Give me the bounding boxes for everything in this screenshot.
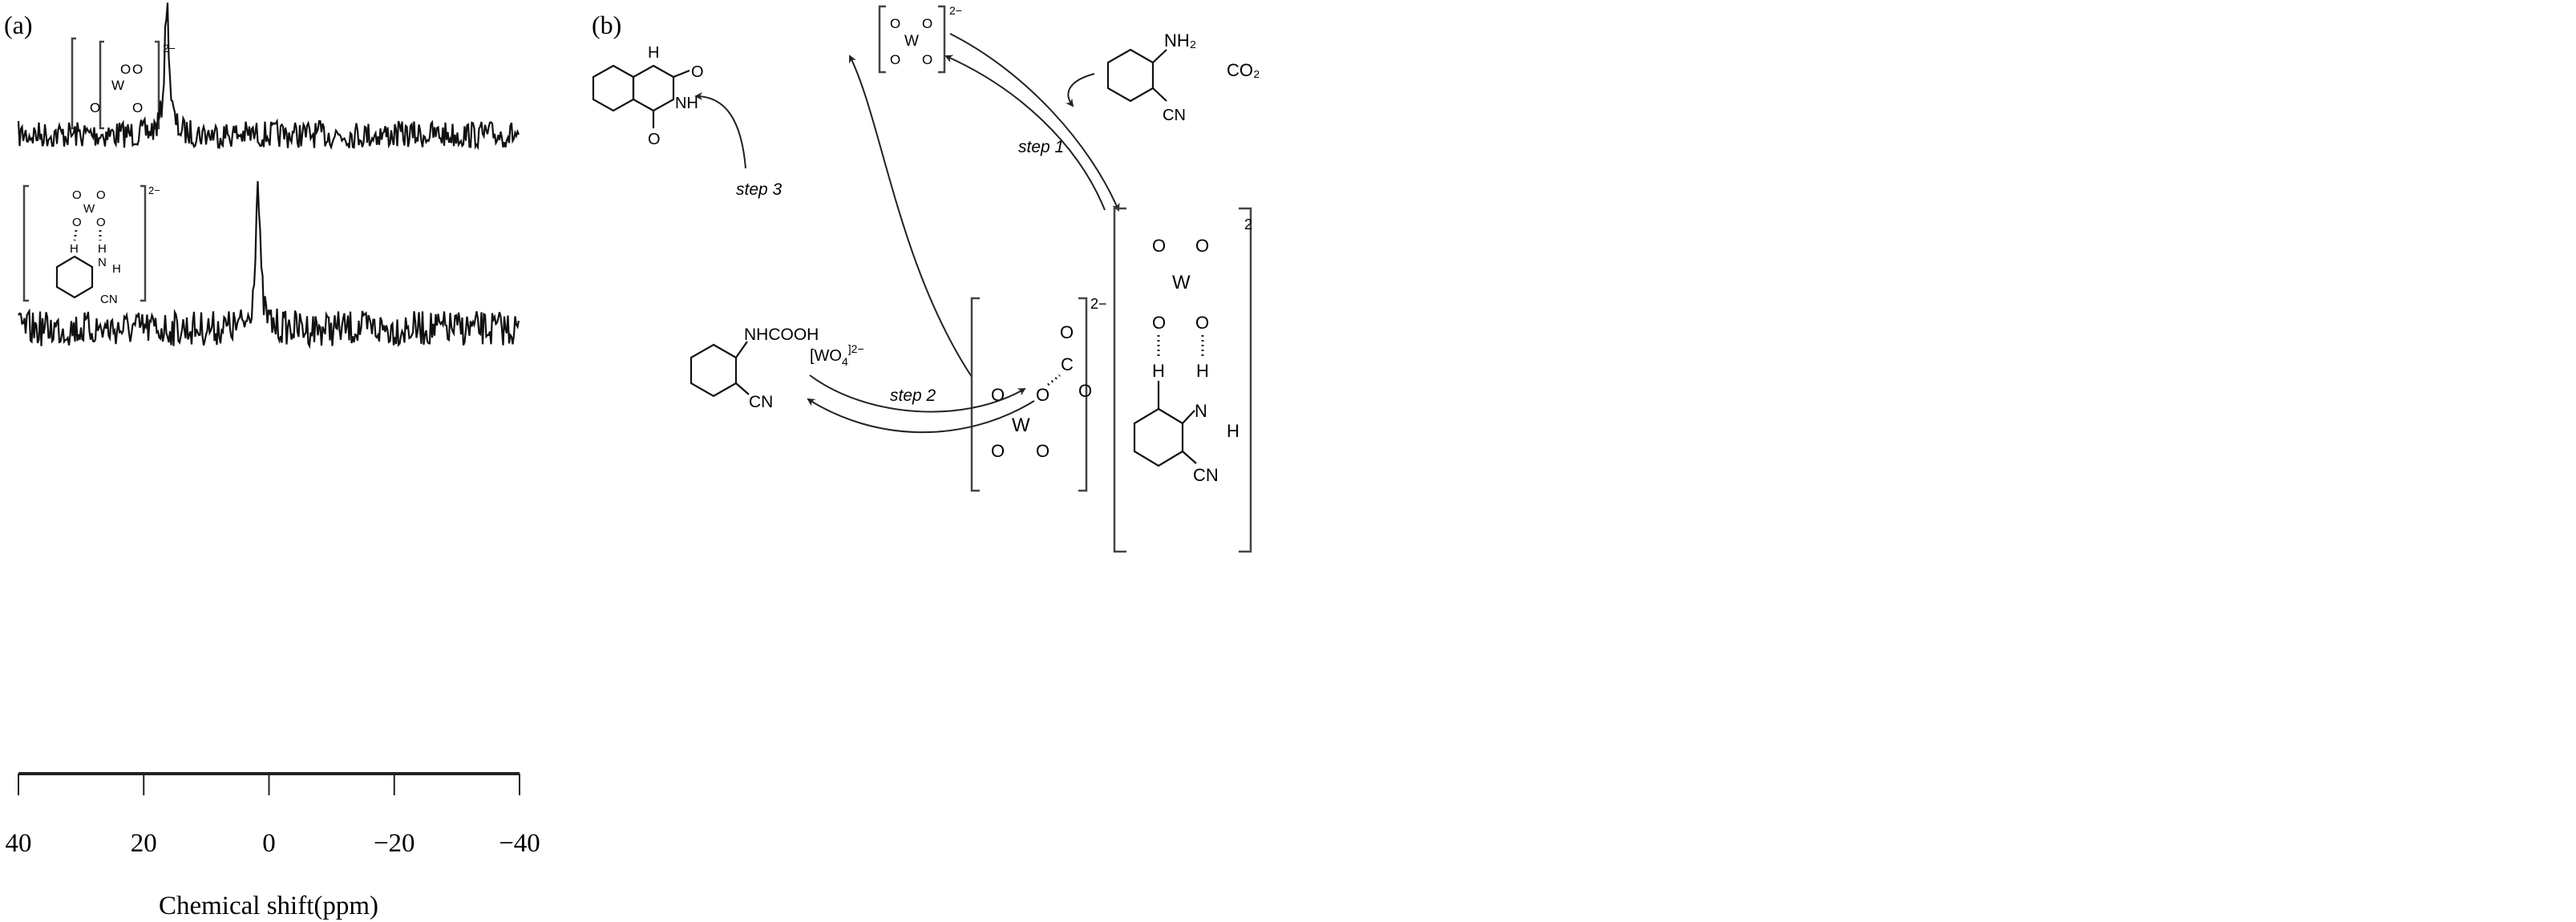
svg-text:W: W [111, 78, 124, 93]
svg-text:O: O [1152, 313, 1166, 333]
step3-product-arrow [694, 92, 746, 169]
svg-text:W: W [1172, 272, 1191, 293]
svg-text:O: O [1036, 441, 1049, 461]
svg-text:O: O [120, 62, 131, 77]
svg-text:O: O [1152, 236, 1166, 256]
svg-text:H: H [112, 262, 121, 276]
free-tungstate-label: [WO4]2− [810, 342, 864, 368]
panel-b-label: (b) [592, 10, 621, 39]
svg-text:W: W [83, 202, 95, 216]
step2-reverse-arrow [807, 398, 1035, 434]
svg-text:CO₂: CO₂ [1227, 60, 1260, 80]
tungstate-catalyst: O O W O O 2− [878, 4, 962, 74]
x-tick-label: 0 [262, 829, 276, 858]
svg-text:NH₂: NH₂ [1164, 30, 1196, 51]
step1-label: step 1 [1018, 138, 1064, 156]
svg-text:O: O [96, 188, 106, 202]
svg-text:C: C [1061, 354, 1074, 374]
svg-text:2−: 2− [1090, 296, 1107, 312]
tungstate-co2-intermediate: 2− O O W O O C O O [970, 296, 1107, 492]
svg-text:O: O [90, 100, 100, 115]
svg-text:O: O [132, 62, 143, 77]
step3-label: step 3 [736, 180, 783, 199]
step1-reverse-arrow [944, 55, 1106, 211]
svg-text:2−: 2− [148, 184, 160, 196]
svg-text:O: O [691, 63, 704, 81]
svg-text:H: H [648, 44, 659, 62]
svg-text:CN: CN [1163, 107, 1186, 124]
svg-text:N: N [1195, 401, 1207, 421]
svg-text:O: O [1078, 381, 1092, 401]
svg-text:N: N [98, 256, 107, 269]
substrate-entry-arrow [1066, 73, 1095, 107]
svg-text:O: O [72, 188, 82, 202]
x-axis-ticks: 40 20 0 −20 −40 [6, 774, 540, 858]
svg-text:O: O [890, 16, 900, 31]
aminobenzonitrile-substrate: NH₂ CN CO₂ [1106, 30, 1260, 124]
svg-text:O: O [648, 131, 661, 148]
spectrum-line-2 [18, 180, 520, 350]
panel-a-label: (a) [4, 10, 33, 39]
svg-text:O: O [922, 16, 932, 31]
spectrum-line-1 [17, 2, 520, 151]
svg-text:W: W [1012, 414, 1030, 436]
step2-forward-arrow [809, 374, 1026, 413]
svg-text:H: H [1196, 361, 1209, 381]
svg-text:H: H [98, 242, 107, 256]
svg-text:NH: NH [675, 95, 698, 112]
hbonded-complex: 2 O O W O O H H N H CN [1113, 207, 1252, 553]
svg-text:W: W [904, 33, 919, 50]
svg-text:O: O [1195, 236, 1209, 256]
step1-forward-arrow [949, 33, 1120, 212]
tungstate-structure-1: O O W O O 2− [90, 40, 176, 130]
svg-text:CN: CN [1193, 465, 1219, 485]
svg-text:O: O [1060, 322, 1074, 342]
step3-cycle-arrow [849, 55, 973, 378]
carbamic-acid-intermediate: NHCOOH CN [689, 326, 819, 411]
svg-text:O: O [1195, 313, 1209, 333]
svg-text:2−: 2− [949, 4, 962, 17]
complex-structure-small: O O W O O H H N H CN 2− [22, 184, 160, 306]
svg-text:O: O [922, 52, 932, 67]
step2-label: step 2 [890, 386, 936, 405]
x-tick-label: −40 [499, 829, 540, 858]
svg-text:H: H [1152, 361, 1165, 381]
svg-text:NHCOOH: NHCOOH [744, 326, 819, 344]
x-tick-label: 20 [131, 829, 157, 858]
svg-text:CN: CN [100, 293, 118, 306]
x-tick-label: −20 [374, 829, 415, 858]
quinazolinedione-product: H NH O O [592, 44, 704, 148]
x-tick-label: 40 [6, 829, 32, 858]
svg-text:H: H [70, 242, 79, 256]
svg-text:O: O [72, 216, 82, 229]
svg-text:O: O [890, 52, 900, 67]
svg-text:O: O [1036, 385, 1049, 405]
svg-text:O: O [132, 100, 143, 115]
x-axis-label: Chemical shift(ppm) [159, 892, 378, 920]
svg-text:H: H [1227, 421, 1239, 441]
svg-text:CN: CN [749, 393, 773, 411]
svg-text:O: O [96, 216, 106, 229]
svg-text:2: 2 [1244, 216, 1252, 233]
svg-text:O: O [991, 441, 1005, 461]
